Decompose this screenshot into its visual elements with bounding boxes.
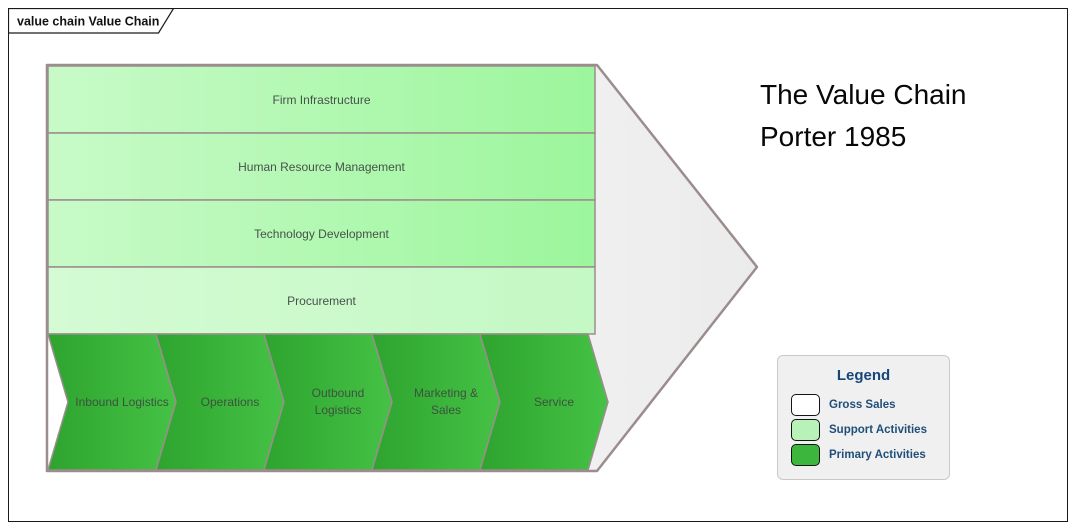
legend-label: Primary Activities xyxy=(829,448,926,461)
legend-row-support-activities: Support Activities xyxy=(791,418,949,441)
frame-tab-label: value chain Value Chain xyxy=(17,15,159,29)
diagram-title[interactable]: The Value Chain Porter 1985 xyxy=(760,74,1060,158)
diagram-title-line2: Porter 1985 xyxy=(760,121,907,152)
legend[interactable]: Legend Gross Sales Support Activities Pr… xyxy=(777,355,950,480)
support-band-firm-infrastructure[interactable] xyxy=(47,65,596,134)
legend-title: Legend xyxy=(836,367,891,384)
frame-tab[interactable]: value chain Value Chain xyxy=(8,8,184,35)
support-band-procurement[interactable] xyxy=(47,266,596,335)
legend-row-gross-sales: Gross Sales xyxy=(791,393,949,416)
support-band-technology-development[interactable] xyxy=(47,199,596,268)
legend-label: Support Activities xyxy=(829,423,927,436)
legend-row-primary-activities: Primary Activities xyxy=(791,443,949,466)
diagram-title-line1: The Value Chain xyxy=(760,79,967,110)
legend-swatch-gross-sales xyxy=(791,393,820,416)
primary-chevron-service[interactable] xyxy=(479,333,609,471)
legend-swatch-primary-activities xyxy=(791,443,820,466)
support-band-human-resource-management[interactable] xyxy=(47,132,596,201)
legend-label: Gross Sales xyxy=(829,398,896,411)
legend-swatch-support-activities xyxy=(791,418,820,441)
frame-tab-shape[interactable] xyxy=(8,8,175,34)
